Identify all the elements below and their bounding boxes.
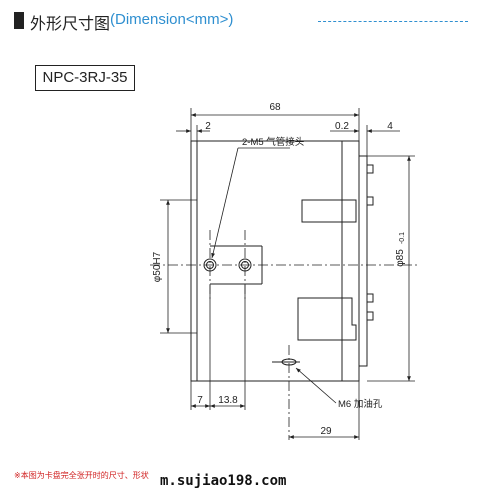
fitting-2	[366, 196, 374, 206]
dim-text-0.2: 0.2	[335, 121, 349, 132]
footer-note: ※本图为卡盘完全张开时的尺寸、形状	[14, 471, 149, 480]
dim-text-phi50: φ50H7	[152, 251, 163, 282]
dim-text-7: 7	[197, 395, 203, 406]
dim-text-4: 4	[387, 121, 393, 132]
header-title-en: (Dimension<mm>)	[110, 11, 234, 28]
fitting-4	[366, 311, 374, 321]
fitting-3	[366, 293, 374, 303]
dim-text-phi85: φ85	[395, 249, 406, 267]
section-header: 外形尺寸图 (Dimension<mm>)	[14, 8, 474, 33]
dim-text-29: 29	[320, 426, 332, 437]
watermark: m.sujiao198.com	[160, 473, 287, 489]
callout-air-port: 2-M5 气管接头	[242, 136, 304, 148]
callout-oil-port: M6 加油孔	[338, 398, 383, 410]
lower-block	[297, 297, 357, 341]
fitting-1	[366, 164, 374, 174]
header-dashed-line	[318, 21, 468, 22]
header-title-cn: 外形尺寸图	[30, 14, 111, 33]
dim-text-2: 2	[205, 121, 211, 132]
model-label: NPC-3RJ-35	[35, 65, 135, 91]
dim-text-13.8: 13.8	[218, 395, 238, 406]
upper-block	[301, 199, 357, 223]
body-outline	[190, 140, 360, 382]
leader-air-port	[211, 147, 239, 259]
header-square-icon	[14, 12, 24, 29]
dim-text-68: 68	[269, 102, 281, 113]
right-flange	[358, 155, 368, 367]
dim-text-phi85-tolerance: -0.1	[399, 232, 406, 244]
leader-oil-port	[295, 367, 337, 404]
